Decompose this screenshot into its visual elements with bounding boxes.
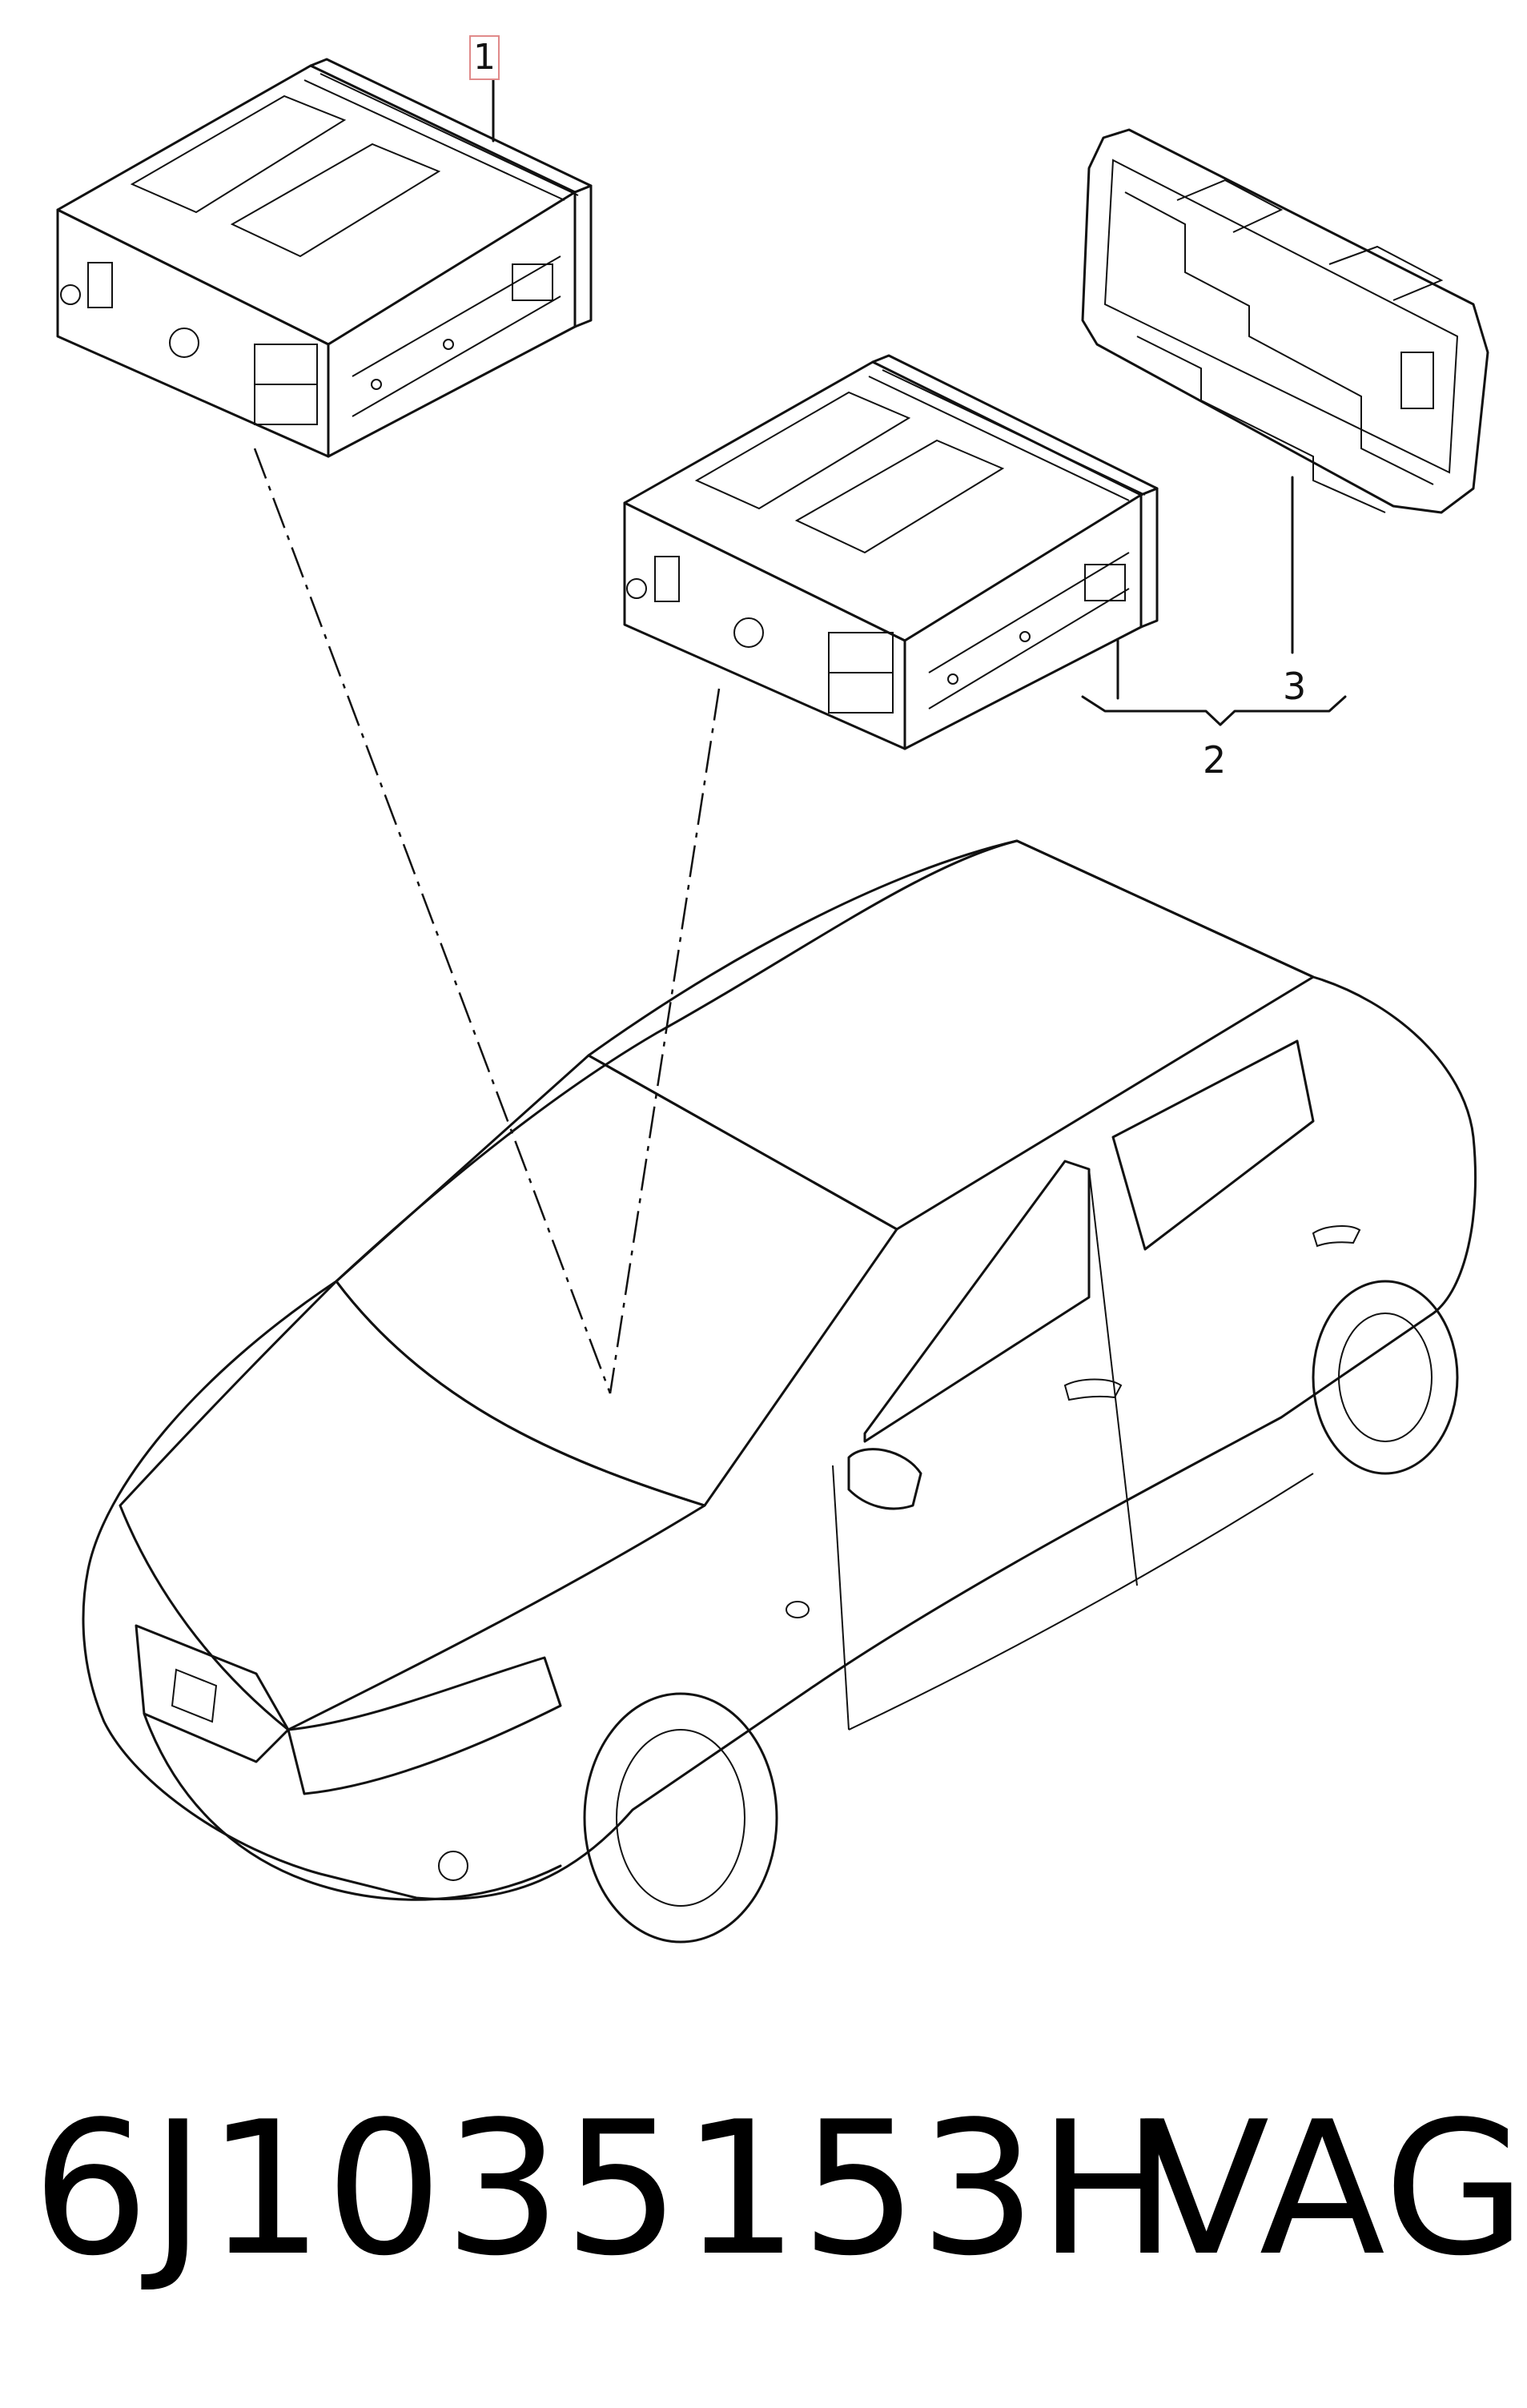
brand-label: VAG [1143, 2083, 1527, 2297]
mounting-frame-3 [1081, 128, 1489, 514]
part-number: 6J1035153H [32, 2083, 1179, 2297]
callout-2: 2 [1203, 738, 1227, 782]
radio-unit-2 [623, 354, 1159, 750]
radio-unit-1 [56, 58, 593, 458]
callout-3: 3 [1283, 665, 1307, 708]
car-illustration [82, 839, 1477, 1944]
bracket-2 [1081, 695, 1347, 726]
pointer-line-1 [253, 448, 612, 1394]
pointer-line-2 [609, 688, 721, 1394]
callout-1: 1 [469, 35, 500, 80]
